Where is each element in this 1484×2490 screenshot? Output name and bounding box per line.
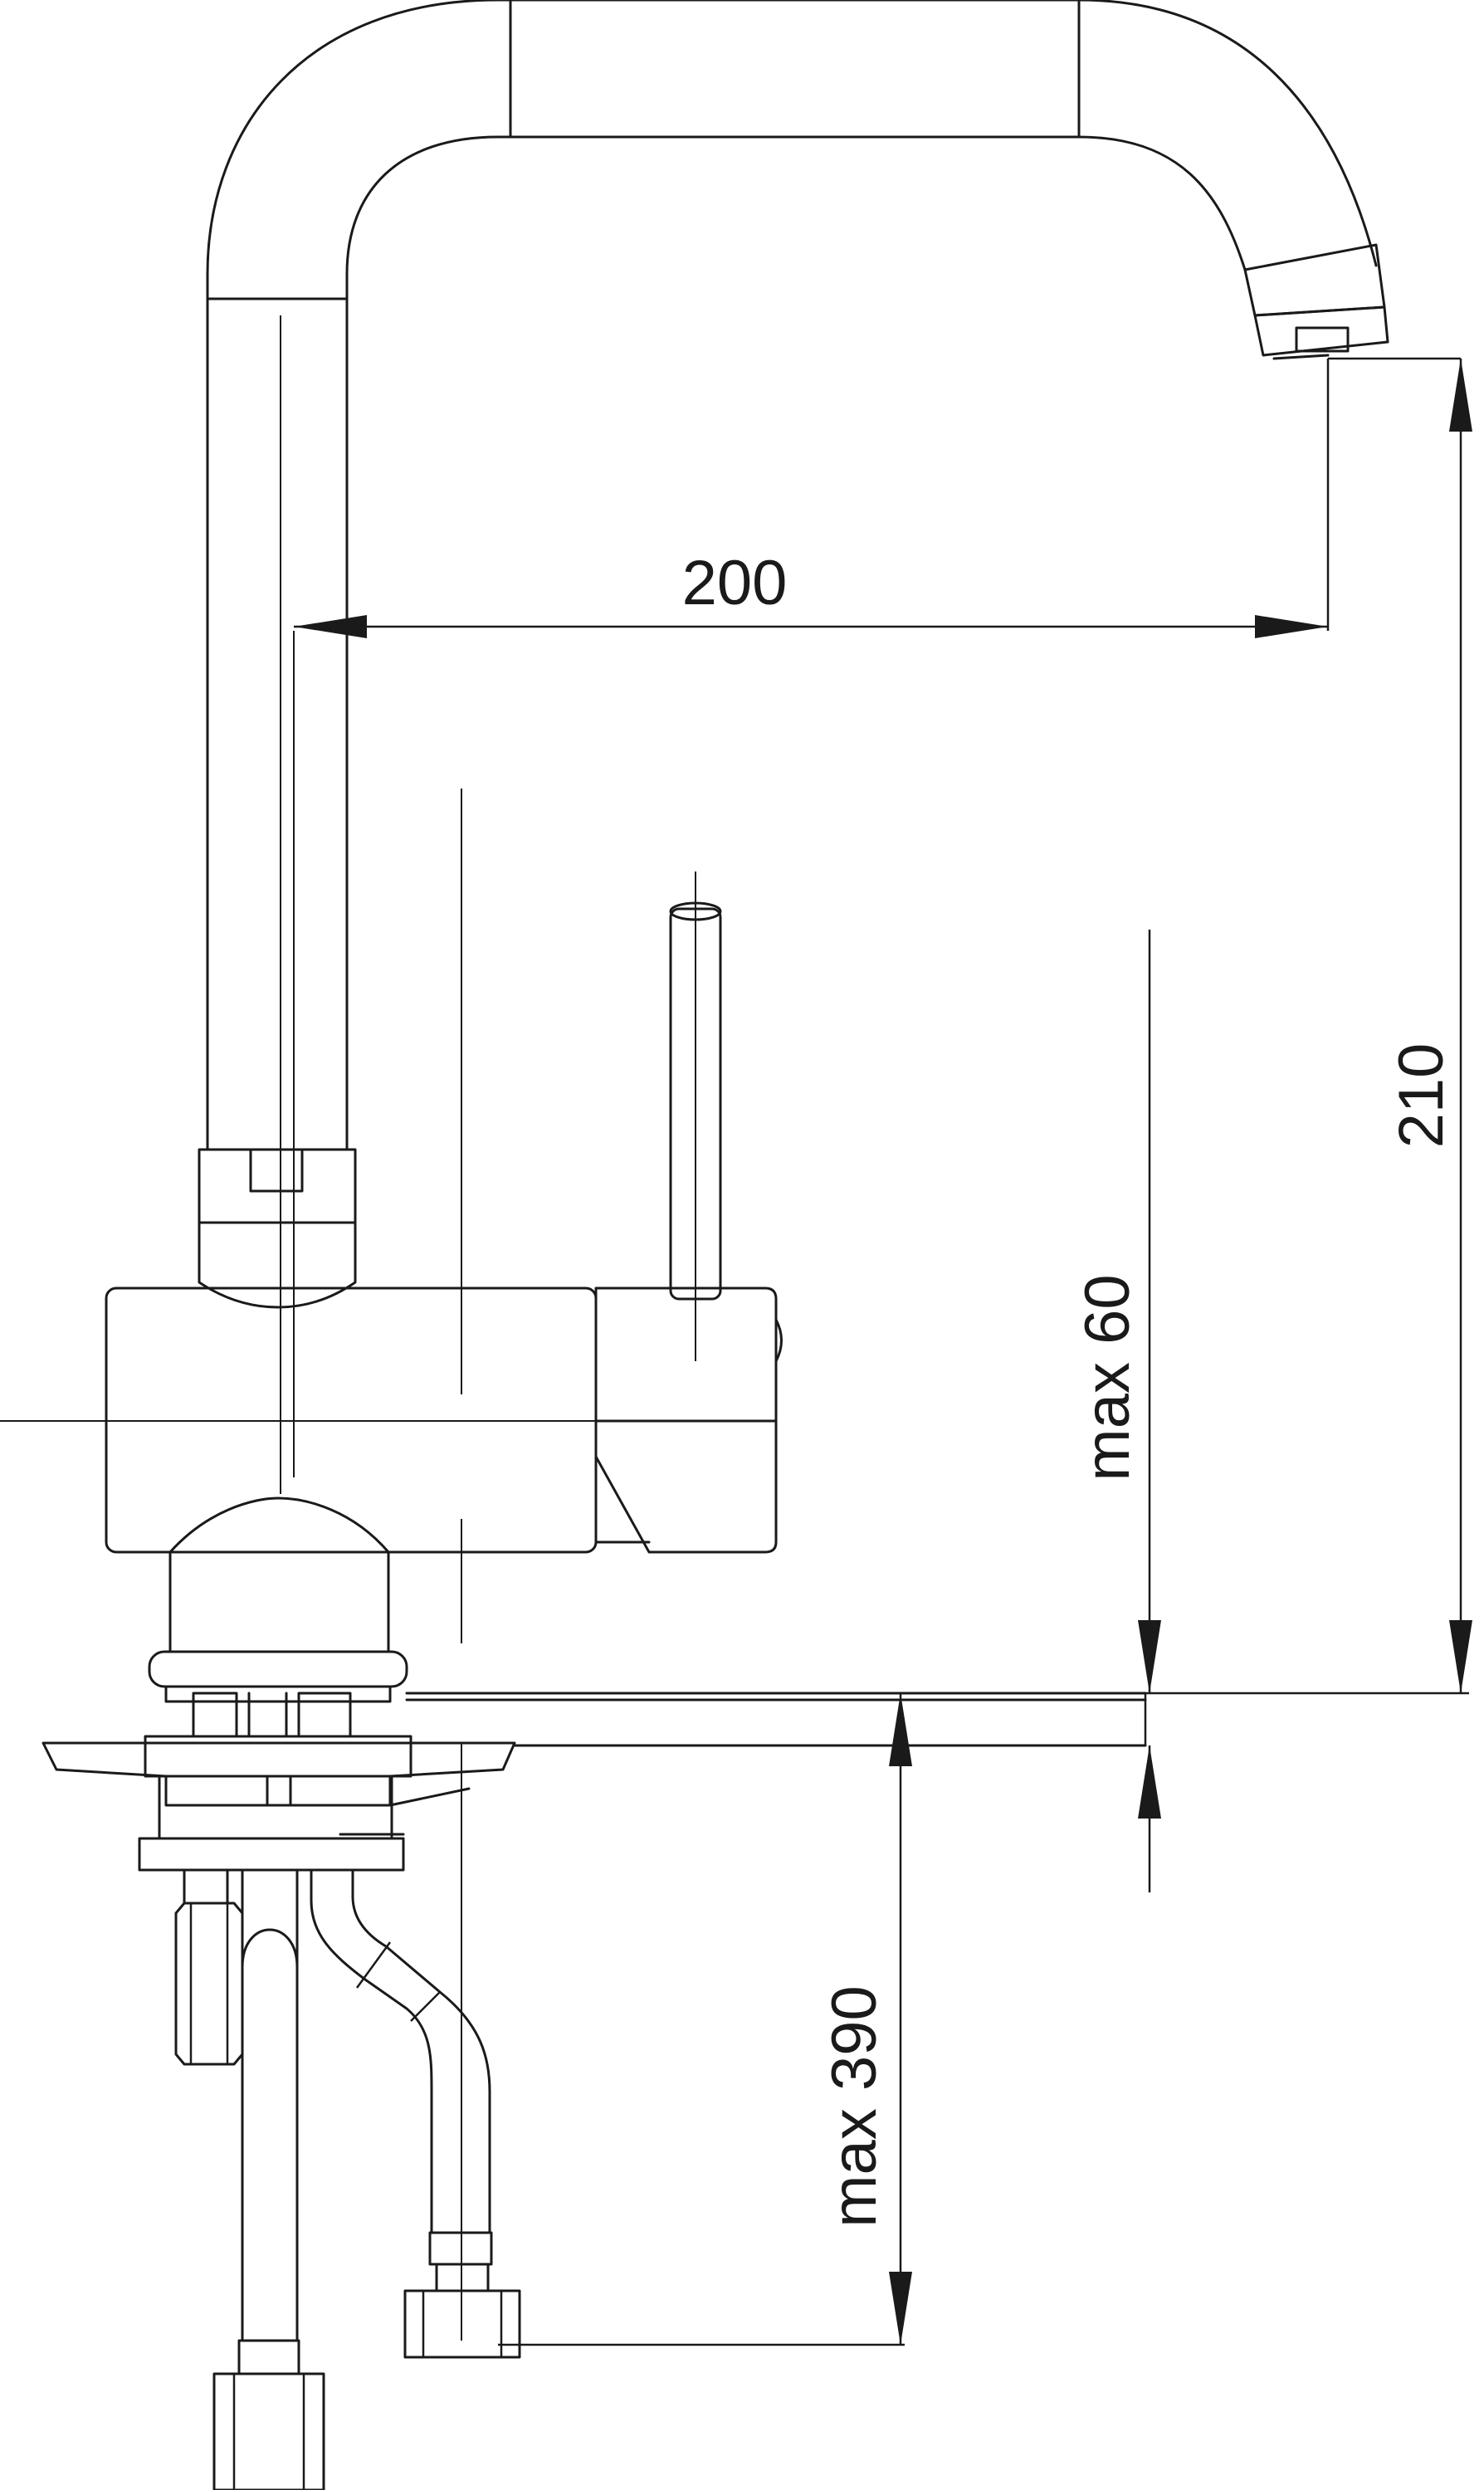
dimension-hose-length: max 390	[498, 1693, 912, 2346]
spout-reach-label: 200	[682, 548, 788, 618]
mounting-hardware	[41, 1692, 516, 1872]
faucet-spout	[206, 0, 1378, 1151]
center-lines	[0, 315, 696, 2341]
dimension-deck-thickness: max 60	[1072, 930, 1469, 1892]
dimension-spout-height: 210	[1328, 357, 1472, 1693]
dimension-spout-reach: 200	[294, 359, 1330, 638]
supply-hose-left	[174, 1868, 325, 2490]
base-flange	[148, 1650, 408, 1703]
aerator	[1243, 243, 1389, 360]
deck-section	[405, 1692, 1147, 1747]
spout-height-label: 210	[1386, 1043, 1457, 1149]
hose-length-label: max 390	[819, 1985, 890, 2228]
supply-hose-right	[310, 1868, 521, 2359]
swivel-collar	[198, 1148, 357, 1309]
deck-thickness-label: max 60	[1072, 1274, 1143, 1481]
